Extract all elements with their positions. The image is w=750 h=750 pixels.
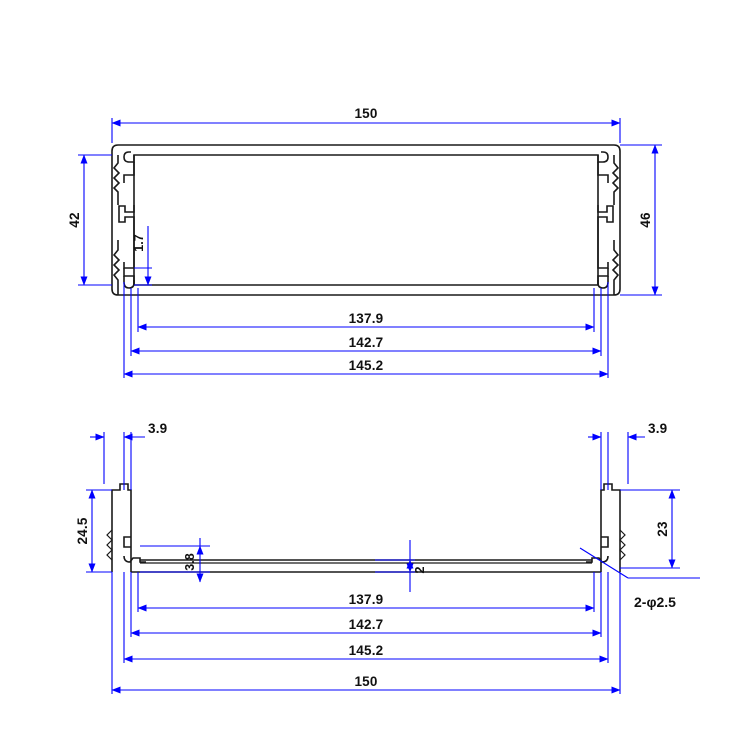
bottom-view-group: 3.9 3.9 24.5 23 (75, 421, 700, 694)
top-view-extension-lines (123, 282, 609, 378)
dim-label-42: 42 (67, 212, 82, 227)
dim-inner-1-7: 1.7 (132, 226, 152, 286)
dim-label-137-9-top: 137.9 (349, 311, 384, 326)
hole-note-label: 2-φ2.5 (634, 594, 676, 610)
dim-label-145-2-bottom: 145.2 (349, 643, 384, 658)
dim-label-142-7-top: 142.7 (349, 335, 384, 350)
dim-label-23: 23 (655, 521, 670, 537)
dim-label-150-top: 150 (354, 106, 377, 121)
dim-label-142-7-bottom: 142.7 (349, 617, 384, 632)
dim-bottom-3-9-left: 3.9 (90, 421, 167, 490)
dim-bottom-23: 23 (620, 489, 680, 569)
dim-label-3-9-left: 3.9 (148, 421, 167, 436)
dim-label-1-7: 1.7 (132, 234, 146, 251)
dim-right-46: 46 (620, 144, 662, 296)
dim-bottom-145-2: 145.2 (123, 643, 609, 663)
dim-bottom-3-9-right: 3.9 (588, 421, 667, 490)
dim-label-150-bottom: 150 (354, 674, 377, 689)
dim-top-142-7: 142.7 (130, 335, 602, 355)
dim-label-2: 2 (413, 566, 427, 573)
dim-left-42: 42 (67, 154, 112, 286)
dim-label-145-2-top: 145.2 (349, 358, 384, 373)
dim-label-137-9-bottom: 137.9 (349, 592, 384, 607)
dim-bottom-2: 2 (375, 540, 427, 592)
dim-bottom-150: 150 (111, 674, 621, 694)
dim-label-24-5: 24.5 (75, 517, 90, 544)
top-view-group: 150 42 46 1.7 (67, 106, 662, 378)
dim-top-145-2: 145.2 (123, 358, 609, 378)
dim-bottom-137-9: 137.9 (137, 592, 595, 612)
dim-label-3-9-right: 3.9 (648, 421, 667, 436)
dim-bottom-142-7: 142.7 (130, 617, 602, 637)
dim-bottom-24-5: 24.5 (75, 489, 112, 573)
dim-top-150: 150 (111, 106, 621, 143)
dim-label-46: 46 (638, 212, 653, 228)
left-wall-profile (112, 151, 135, 295)
dim-label-3-8: 3.8 (183, 553, 197, 570)
dim-bottom-3-8: 3.8 (140, 538, 210, 583)
dim-top-137-9: 137.9 (137, 311, 595, 331)
